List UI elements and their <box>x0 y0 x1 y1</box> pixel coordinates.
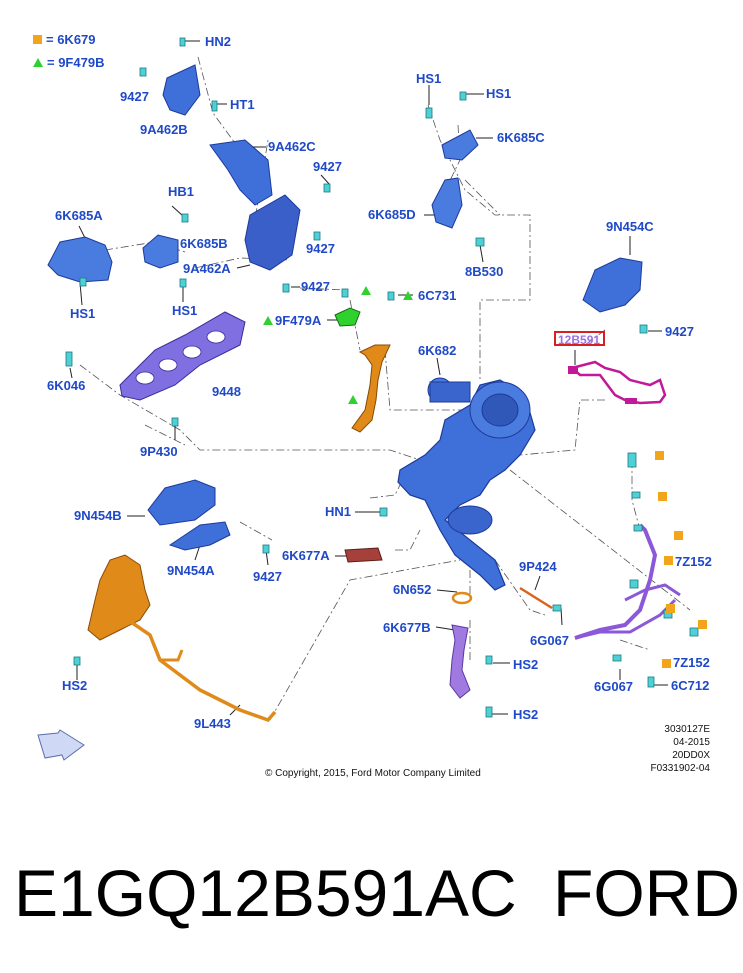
triangle-legend-icon <box>33 58 43 67</box>
fasteners <box>65 37 699 718</box>
part-number-caption: E1GQ12B591AC <box>14 856 517 930</box>
label-hs1: HS1 <box>416 71 442 86</box>
label-hb1: HB1 <box>168 184 195 199</box>
label-9427: 9427 <box>301 279 330 294</box>
label-9n454a: 9N454A <box>167 563 215 578</box>
meta-line: 04-2015 <box>673 737 710 748</box>
legend-triangle-label: = 9F479B <box>47 55 105 70</box>
drawing-meta: 3030127E 04-2015 20DD0X F0331902-04 <box>640 723 711 775</box>
hose-6k677b <box>449 624 471 699</box>
label-6k685a: 6K685A <box>55 208 103 223</box>
label-6c731: 6C731 <box>418 288 457 303</box>
label-9a462b: 9A462B <box>140 122 188 137</box>
label-hn1: HN1 <box>325 504 352 519</box>
exploded-parts-diagram: = 6K679 = 9F479B HN2 HT1 9427 9A462B 9A4… <box>33 33 712 779</box>
meta-line: 20DD0X <box>672 750 710 761</box>
label-hs1: HS1 <box>172 303 198 318</box>
label-ht1: HT1 <box>230 97 255 112</box>
label-6n652: 6N652 <box>393 582 432 597</box>
square-legend-icon <box>33 35 42 44</box>
label-9n454c: 9N454C <box>606 219 654 234</box>
legend-square-label: = 6K679 <box>46 32 96 47</box>
label-9427: 9427 <box>665 324 694 339</box>
label-9n454b: 9N454B <box>74 508 122 523</box>
heat-shield-9n454b <box>147 479 216 526</box>
meta-line: F0331902-04 <box>650 763 711 774</box>
label-8b530: 8B530 <box>465 264 504 279</box>
sensor-connector <box>568 366 578 374</box>
leader-lines <box>79 56 691 721</box>
label-6k677a: 6K677A <box>282 548 330 563</box>
label-7z152: 7Z152 <box>673 655 710 670</box>
label-9p430: 9P430 <box>140 444 178 459</box>
heat-shield-9a462c <box>209 139 273 206</box>
label-hs2: HS2 <box>62 678 88 693</box>
label-hs1: HS1 <box>70 306 96 321</box>
bracket-6k685b <box>142 234 179 269</box>
copyright-text: © Copyright, 2015, Ford Motor Company Li… <box>265 768 481 779</box>
label-9a462a: 9A462A <box>183 261 231 276</box>
label-6c712: 6C712 <box>671 678 710 693</box>
meta-line: 3030127E <box>664 724 710 735</box>
gasket-6n652 <box>451 591 473 605</box>
orientation-arrow-icon <box>37 729 85 761</box>
hose-7z152 <box>574 523 658 640</box>
label-9427: 9427 <box>253 569 282 584</box>
label-6k682: 6K682 <box>418 343 457 358</box>
label-6g067: 6G067 <box>594 679 634 694</box>
triangle-markers <box>263 286 413 404</box>
label-9448: 9448 <box>212 384 241 399</box>
legend-square: = 6K679 <box>33 33 96 47</box>
legend-triangle: = 9F479B <box>33 56 104 70</box>
label-hn2: HN2 <box>205 34 232 49</box>
label-6k685d: 6K685D <box>368 207 416 222</box>
label-6g067: 6G067 <box>530 633 570 648</box>
label-9f479a: 9F479A <box>275 313 322 328</box>
sensor-9p424 <box>519 586 553 610</box>
tube-6k677a <box>344 547 383 563</box>
label-9427: 9427 <box>306 241 335 256</box>
bracket-6k685d <box>431 177 463 229</box>
label-6k677b: 6K677B <box>383 620 431 635</box>
label-6k685c: 6K685C <box>497 130 545 145</box>
highlighted-part-label: 12B591 <box>558 333 601 347</box>
label-6k046: 6K046 <box>47 378 86 393</box>
brand-caption: FORD <box>553 856 740 930</box>
fitting-9f479a <box>334 307 361 327</box>
label-9a462c: 9A462C <box>268 139 316 154</box>
oil-feed-pipe-6c731 <box>351 344 391 433</box>
heat-shield-9n454a <box>168 521 231 551</box>
label-9l443: 9L443 <box>194 716 231 731</box>
label-6k685b: 6K685B <box>180 236 228 251</box>
diagram-drawing <box>37 37 707 761</box>
label-9427: 9427 <box>120 89 149 104</box>
egt-sensor-12b591 <box>569 360 667 405</box>
label-leaders <box>69 40 668 716</box>
label-9p424: 9P424 <box>519 559 557 574</box>
heat-shield-9a462b <box>162 64 201 116</box>
heat-shield-9n454c <box>582 257 643 313</box>
label-hs2: HS2 <box>513 707 539 722</box>
bracket-6k685c <box>441 129 479 161</box>
highlighted-part-box: 12B591 <box>554 331 605 347</box>
square-markers <box>655 451 707 668</box>
label-7z152: 7Z152 <box>675 554 712 569</box>
bracket-6k685a <box>47 236 113 283</box>
turbocharger-assembly <box>397 377 536 591</box>
pipe-9l443 <box>87 554 277 723</box>
label-hs2: HS2 <box>513 657 539 672</box>
label-hs1: HS1 <box>486 86 512 101</box>
label-9427: 9427 <box>313 159 342 174</box>
heat-shield-9a462a <box>244 194 301 271</box>
